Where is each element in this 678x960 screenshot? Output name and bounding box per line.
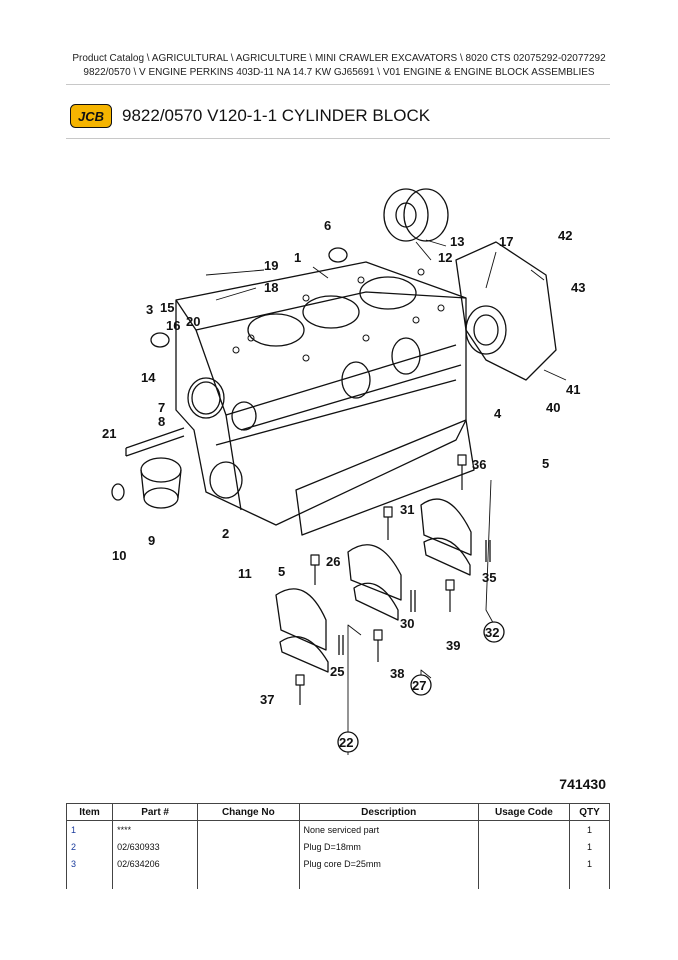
part-number: 02/634206 (112, 855, 199, 872)
table-row[interactable]: 2 02/630933 Plug D=18mm 1 (65, 838, 610, 855)
svg-text:16: 16 (166, 318, 180, 333)
main-bearing-cap-22 (275, 588, 329, 673)
main-bearing-cap-27 (347, 544, 402, 621)
svg-text:41: 41 (566, 382, 580, 397)
svg-text:1: 1 (294, 250, 301, 265)
svg-text:8: 8 (158, 414, 165, 429)
cylinder-bore-1 (247, 313, 305, 347)
svg-text:25: 25 (330, 664, 344, 679)
svg-text:40: 40 (546, 400, 560, 415)
usage-code (477, 855, 571, 872)
svg-text:22: 22 (339, 735, 353, 750)
usage-code (477, 820, 571, 838)
breadcrumb: Product Catalog \ AGRICULTURAL \ AGRICUL… (0, 52, 678, 80)
table-header-row: Item Part # Change No Description Usage … (65, 803, 610, 821)
description: Plug D=18mm (298, 838, 479, 855)
svg-text:19: 19 (264, 258, 278, 273)
svg-text:31: 31 (400, 502, 414, 517)
svg-text:37: 37 (260, 692, 274, 707)
svg-text:5: 5 (278, 564, 285, 579)
logo-text: JCB (78, 109, 104, 124)
header-usage-code: Usage Code (477, 803, 571, 821)
svg-text:38: 38 (390, 666, 404, 681)
exploded-parts-diagram: 6 13 12 17 42 43 19 1 18 15 3 16 20 14 7… (102, 188, 585, 755)
divider (66, 84, 610, 85)
svg-text:39: 39 (446, 638, 460, 653)
svg-text:35: 35 (482, 570, 496, 585)
usage-code (477, 838, 571, 855)
svg-text:13: 13 (450, 234, 464, 249)
rear-plate (455, 241, 557, 381)
callout-32: 32 (483, 621, 505, 643)
svg-text:36: 36 (472, 457, 486, 472)
table-row-empty (65, 872, 610, 889)
breadcrumb-line-2[interactable]: 9822/0570 \ V ENGINE PERKINS 403D-11 NA … (83, 67, 595, 78)
item-link[interactable]: 3 (65, 855, 114, 872)
svg-text:5: 5 (542, 456, 549, 471)
svg-text:7: 7 (158, 400, 165, 415)
change-no (197, 820, 300, 838)
header-description: Description (298, 803, 479, 821)
callout-22: 22 (337, 731, 359, 753)
breadcrumb-line-1[interactable]: Product Catalog \ AGRICULTURAL \ AGRICUL… (72, 53, 606, 64)
item-link[interactable]: 2 (65, 838, 114, 855)
table-row[interactable]: 1 **** None serviced part 1 (65, 820, 610, 838)
part-number: **** (112, 820, 199, 838)
svg-text:12: 12 (438, 250, 452, 265)
svg-text:4: 4 (494, 406, 502, 421)
svg-text:15: 15 (160, 300, 174, 315)
item-link[interactable]: 1 (65, 820, 114, 838)
divider (66, 138, 610, 139)
header-qty: QTY (569, 803, 610, 821)
quantity: 1 (569, 855, 610, 872)
jcb-logo: JCB (70, 104, 112, 128)
svg-text:14: 14 (141, 370, 156, 385)
svg-text:10: 10 (112, 548, 126, 563)
table-row[interactable]: 3 02/634206 Plug core D=25mm 1 (65, 855, 610, 872)
svg-text:26: 26 (326, 554, 340, 569)
svg-text:32: 32 (485, 625, 499, 640)
svg-text:11: 11 (238, 566, 252, 581)
svg-text:21: 21 (102, 426, 116, 441)
cylinder-bore-2 (302, 295, 360, 329)
description: Plug core D=25mm (298, 855, 479, 872)
page-title: 9822/0570 V120-1-1 CYLINDER BLOCK (122, 106, 431, 125)
svg-text:2: 2 (222, 526, 229, 541)
illustration-number: 741430 (559, 776, 606, 792)
change-no (197, 838, 300, 855)
header-part: Part # (112, 803, 199, 821)
cylinder-bore-3 (359, 276, 417, 310)
quantity: 1 (569, 820, 610, 838)
svg-text:42: 42 (558, 228, 572, 243)
parts-table: Item Part # Change No Description Usage … (65, 803, 610, 889)
part-number: 02/630933 (112, 838, 199, 855)
main-bearing-cap-32 (420, 498, 472, 576)
header-item: Item (65, 803, 114, 821)
description: None serviced part (298, 820, 479, 838)
svg-text:20: 20 (186, 314, 200, 329)
header-change-no: Change No (197, 803, 300, 821)
quantity: 1 (569, 838, 610, 855)
callout-27: 27 (410, 674, 432, 696)
svg-text:43: 43 (571, 280, 585, 295)
svg-text:17: 17 (499, 234, 513, 249)
svg-text:9: 9 (148, 533, 155, 548)
change-no (197, 855, 300, 872)
bearing (383, 188, 449, 242)
svg-text:6: 6 (324, 218, 331, 233)
svg-text:30: 30 (400, 616, 414, 631)
svg-text:27: 27 (412, 678, 426, 693)
svg-text:3: 3 (146, 302, 153, 317)
svg-text:18: 18 (264, 280, 278, 295)
